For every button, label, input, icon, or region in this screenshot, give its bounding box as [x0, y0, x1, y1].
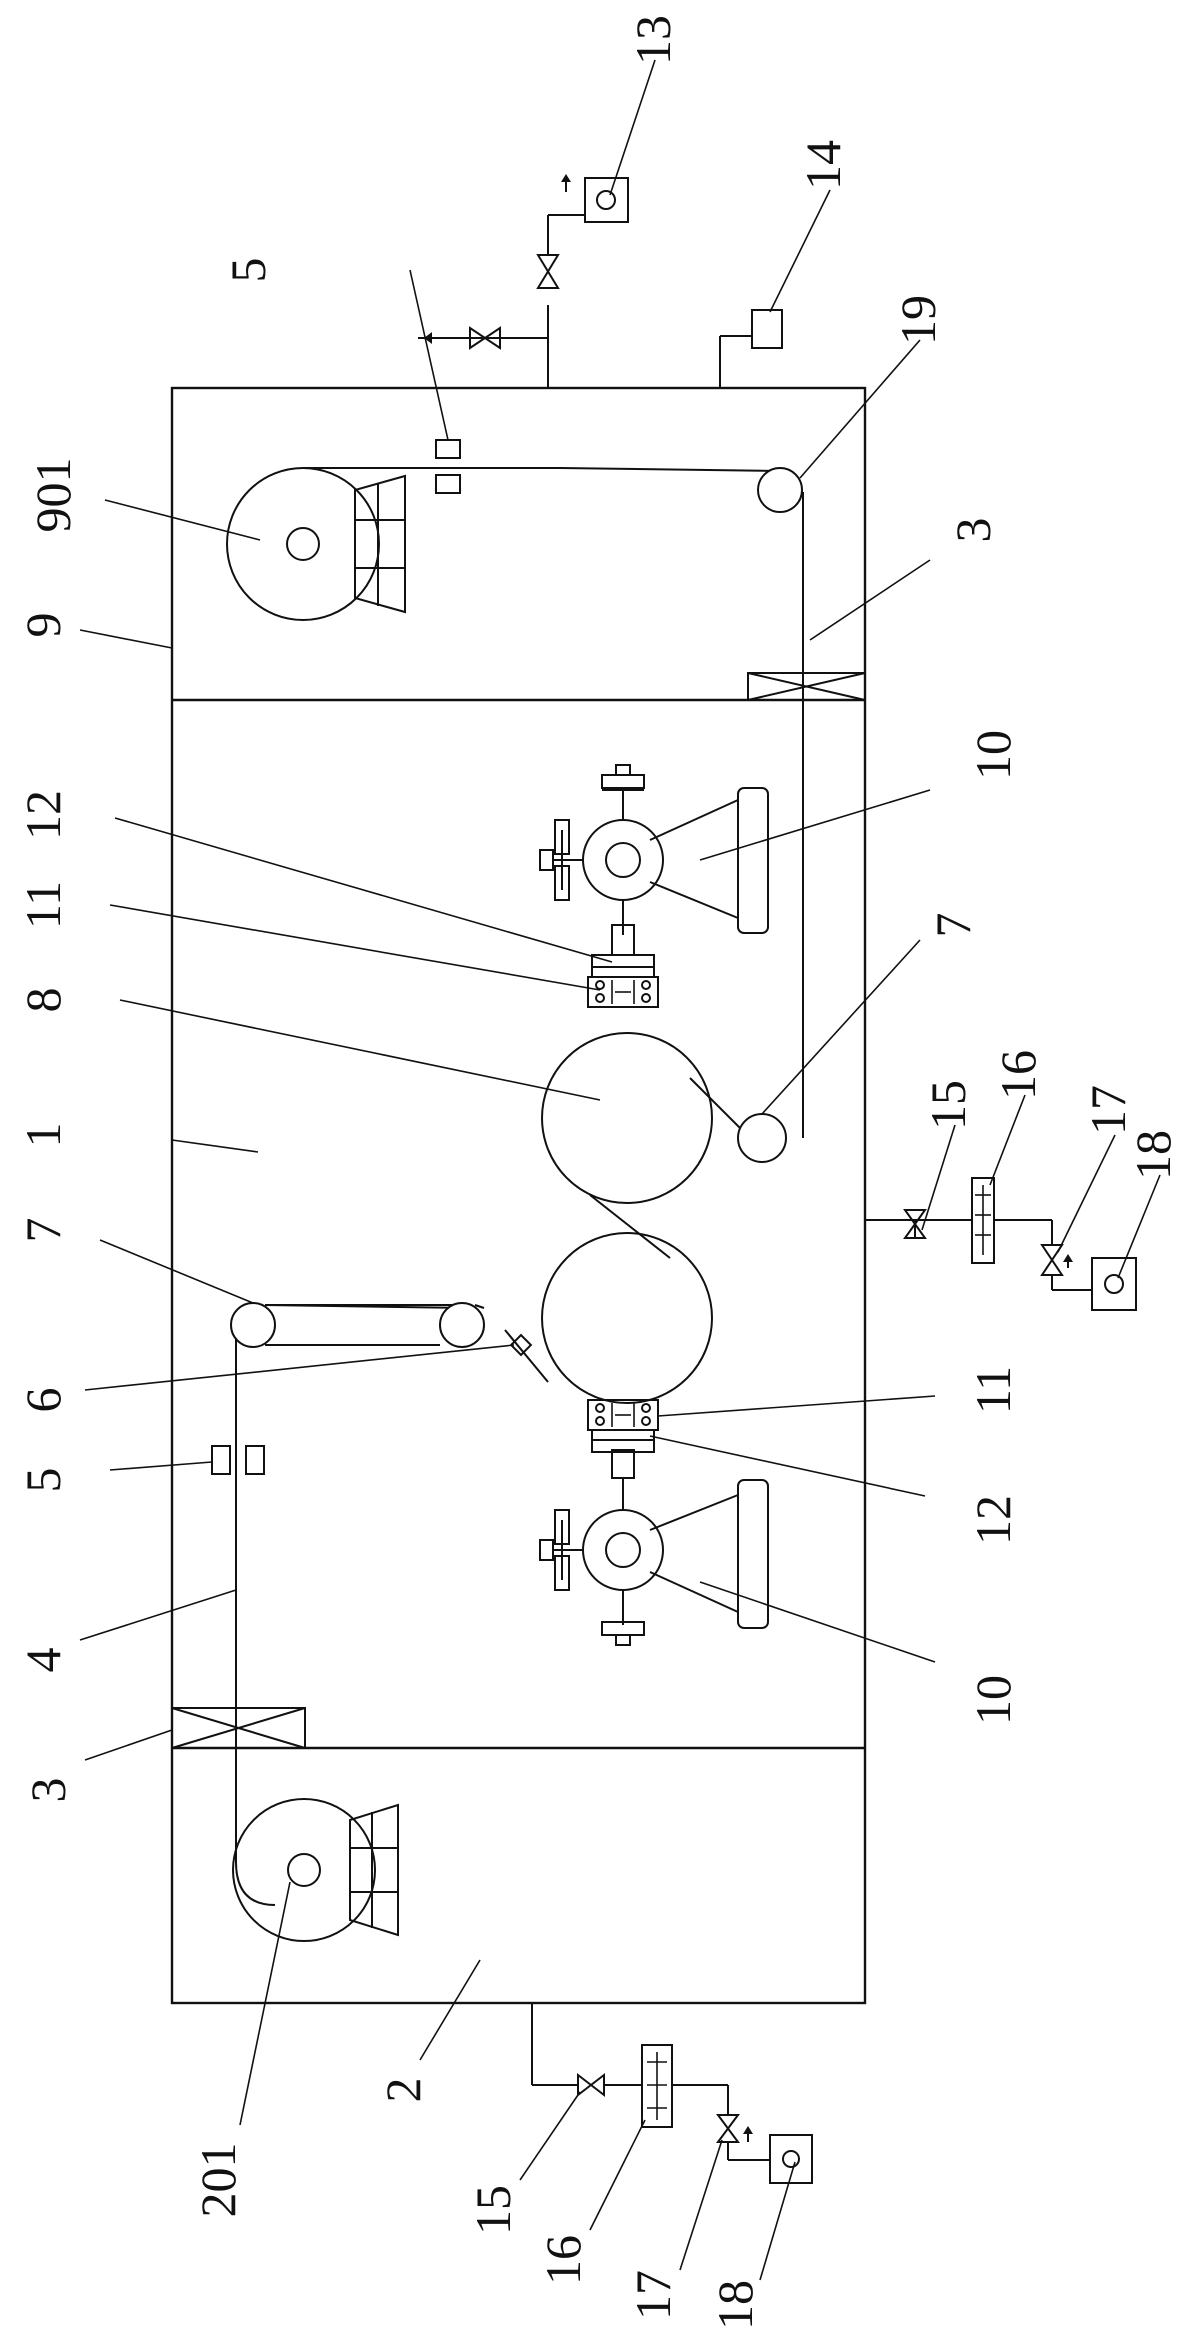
- housing: [170, 386, 867, 2005]
- label-18-bottom: 18: [707, 2280, 763, 2330]
- bottom-exhaust-line: [531, 2003, 813, 2184]
- label-5-bottom: 5: [15, 1468, 71, 1493]
- guide-roller-7-right: [737, 1113, 787, 1163]
- label-16-bottom: 16: [535, 2235, 591, 2285]
- tension-sensor: [509, 1333, 533, 1357]
- right-exhaust-line: [865, 1177, 1137, 1311]
- label-14: 14: [795, 140, 851, 190]
- label-12-bottom: 12: [965, 1495, 1021, 1545]
- label-3-top: 3: [945, 518, 1001, 543]
- label-8: 8: [15, 988, 71, 1013]
- label-4: 4: [15, 1648, 71, 1673]
- sensor-pair-top: [435, 439, 461, 494]
- unwind-reel: [232, 1798, 399, 1942]
- sensor-pair-bottom: [211, 1445, 265, 1475]
- label-16-right: 16: [990, 1050, 1046, 1100]
- lower-drive-assembly: [539, 1399, 769, 1646]
- housing-outline: [170, 386, 867, 2005]
- label-10-bottom: 10: [965, 1675, 1021, 1725]
- label-11-bottom: 11: [965, 1366, 1021, 1414]
- coating-drum-upper: [541, 1032, 713, 1204]
- leader-lines: [79, 59, 1161, 2281]
- guide-roller-7-left: [230, 1302, 276, 1348]
- label-901: 901: [25, 458, 81, 533]
- label-3-bottom: 3: [20, 1778, 76, 1803]
- label-9: 9: [15, 613, 71, 638]
- label-7-left: 7: [15, 1218, 71, 1243]
- label-201: 201: [190, 2143, 246, 2218]
- upper-drive-assembly: [539, 764, 769, 1008]
- label-6: 6: [15, 1388, 71, 1413]
- label-5-top: 5: [220, 258, 276, 283]
- label-10-top: 10: [965, 730, 1021, 780]
- sealing-gate-bottom: [171, 1707, 306, 1749]
- coating-drum-lower: [541, 1232, 713, 1404]
- guide-roller-19: [757, 467, 803, 513]
- label-13: 13: [625, 15, 681, 65]
- label-2: 2: [375, 2078, 431, 2103]
- label-19: 19: [890, 295, 946, 345]
- label-17-bottom: 17: [625, 2270, 681, 2320]
- label-18-right: 18: [1125, 1130, 1181, 1180]
- label-12-top: 12: [15, 790, 71, 840]
- reference-numerals: 1 2 201 3 3 4 5 5 6 7 7 8 9 901 10 10 11…: [15, 15, 1181, 2330]
- top-gas-inlet: [418, 174, 629, 388]
- label-17-right: 17: [1080, 1085, 1136, 1135]
- label-11-top: 11: [15, 881, 71, 929]
- film-path: [235, 467, 804, 1906]
- guide-roller-lower: [439, 1302, 485, 1348]
- sealing-gate-top: [747, 672, 866, 701]
- label-7-right: 7: [925, 913, 981, 938]
- label-15-bottom: 15: [465, 2185, 521, 2235]
- windup-reel: [226, 467, 406, 621]
- label-1: 1: [15, 1123, 71, 1148]
- top-gauge-pipe: [719, 309, 783, 388]
- label-15-right: 15: [920, 1080, 976, 1130]
